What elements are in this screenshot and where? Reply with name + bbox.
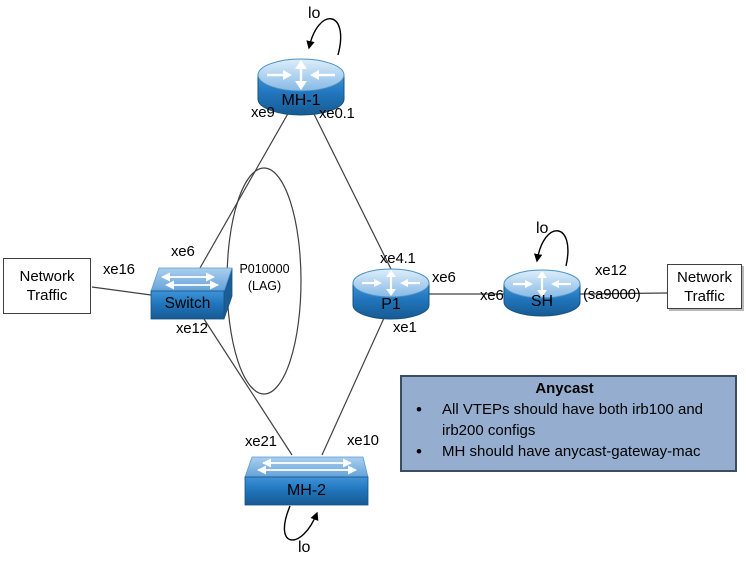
link-traffic-left-switch [91, 286, 152, 296]
anycast-note: Anycast All VTEPs should have both irb10… [400, 375, 737, 472]
mh2-top-face [244, 456, 369, 478]
port-label-sh-xe12: xe12 [595, 262, 627, 279]
node-label-mh1: MH-1 [281, 92, 321, 109]
port-label-switch-xe16: xe16 [103, 261, 135, 278]
network-traffic-box-left: Network Traffic [3, 258, 91, 314]
network-traffic-box-right: Network Traffic [667, 264, 742, 309]
node-label-sh: SH [530, 293, 554, 310]
port-label-mh2-xe21: xe21 [245, 433, 277, 450]
anycast-note-bullet: MH should have anycast-gateway-mac [402, 441, 727, 462]
port-label-p1-xe4-1: xe4.1 [380, 250, 416, 267]
router-arrows-icon [362, 270, 420, 296]
port-label-p1-xe6: xe6 [432, 269, 456, 286]
port-label-mh1-xe0-1: xe0.1 [319, 105, 355, 122]
network-traffic-label-line2: Traffic [26, 287, 68, 304]
switch-top-face [150, 267, 233, 292]
sh-shape [503, 269, 581, 317]
router-arrows-icon [267, 60, 335, 90]
port-label-mh2-xe10: xe10 [347, 432, 379, 449]
lag-label-line2: (LAG) [247, 279, 282, 293]
port-label-sh-sa9000: (sa9000) [583, 286, 641, 303]
network-traffic-label-line1: Network [676, 268, 732, 286]
link-sh-traffic-right [579, 292, 668, 295]
anycast-note-title: Anycast [535, 380, 594, 397]
lag-label-line1: P010000 [239, 262, 290, 276]
port-label-sh-xe6: xe6 [480, 287, 504, 304]
port-label-p1-xe1: xe1 [393, 319, 417, 336]
lag-label: P010000 (LAG) [228, 261, 301, 295]
anycast-note-bullets: All VTEPs should have both irb100 and ir… [402, 399, 727, 462]
mh2-shape [244, 456, 369, 506]
loopback-label-mh2: lo [298, 539, 311, 556]
port-label-switch-xe12: xe12 [176, 320, 208, 337]
mh2-front-face [244, 476, 369, 506]
p1-shape [352, 268, 430, 320]
mh1-shape [257, 58, 345, 116]
network-traffic-label-line1: Network [19, 268, 75, 285]
switch-arrows-icon [161, 272, 219, 290]
switch-front-face [150, 290, 225, 320]
loopback-arrow-sh [533, 230, 569, 267]
loopback-arrow-mh1 [306, 18, 342, 56]
port-label-mh1-xe9: xe9 [251, 104, 275, 121]
link-mh1-switch [199, 109, 291, 269]
switch-shape [150, 267, 233, 320]
mh2-arrows-icon [257, 458, 357, 475]
node-label-p1: P1 [381, 296, 401, 313]
anycast-note-bullet: All VTEPs should have both irb100 and ir… [402, 399, 727, 441]
loopback-label-sh: lo [536, 220, 549, 237]
port-label-switch-xe6: xe6 [171, 243, 195, 260]
link-p1-mh2 [321, 317, 385, 456]
node-label-switch: Switch [164, 295, 211, 312]
link-switch-mh2 [203, 318, 293, 456]
loopback-label-mh1: lo [308, 5, 321, 22]
node-label-mh2: MH-2 [286, 482, 327, 499]
link-mh1-p1 [311, 109, 393, 272]
loopback-arrow-mh2 [283, 505, 319, 541]
network-traffic-label-line2: Traffic [684, 287, 725, 305]
router-arrows-icon [513, 271, 571, 297]
